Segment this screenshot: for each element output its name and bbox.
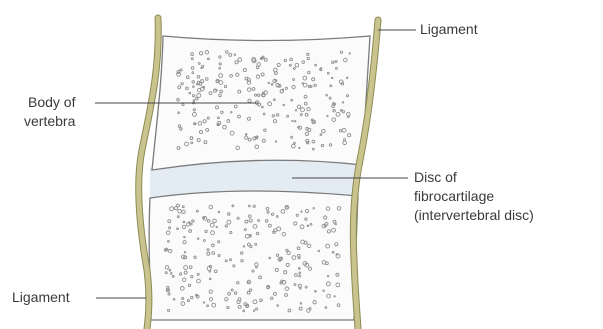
- label-disc-line1: Disc of: [414, 169, 457, 186]
- label-ligament-top: Ligament: [420, 21, 478, 38]
- label-disc-line2: fibrocartilage: [414, 188, 494, 205]
- label-body-of-vertebra-line1: Body of: [28, 94, 75, 111]
- label-ligament-bottom: Ligament: [12, 289, 70, 306]
- label-body-of-vertebra-line2: vertebra: [24, 113, 75, 130]
- label-disc-line3: (intervertebral disc): [414, 207, 534, 224]
